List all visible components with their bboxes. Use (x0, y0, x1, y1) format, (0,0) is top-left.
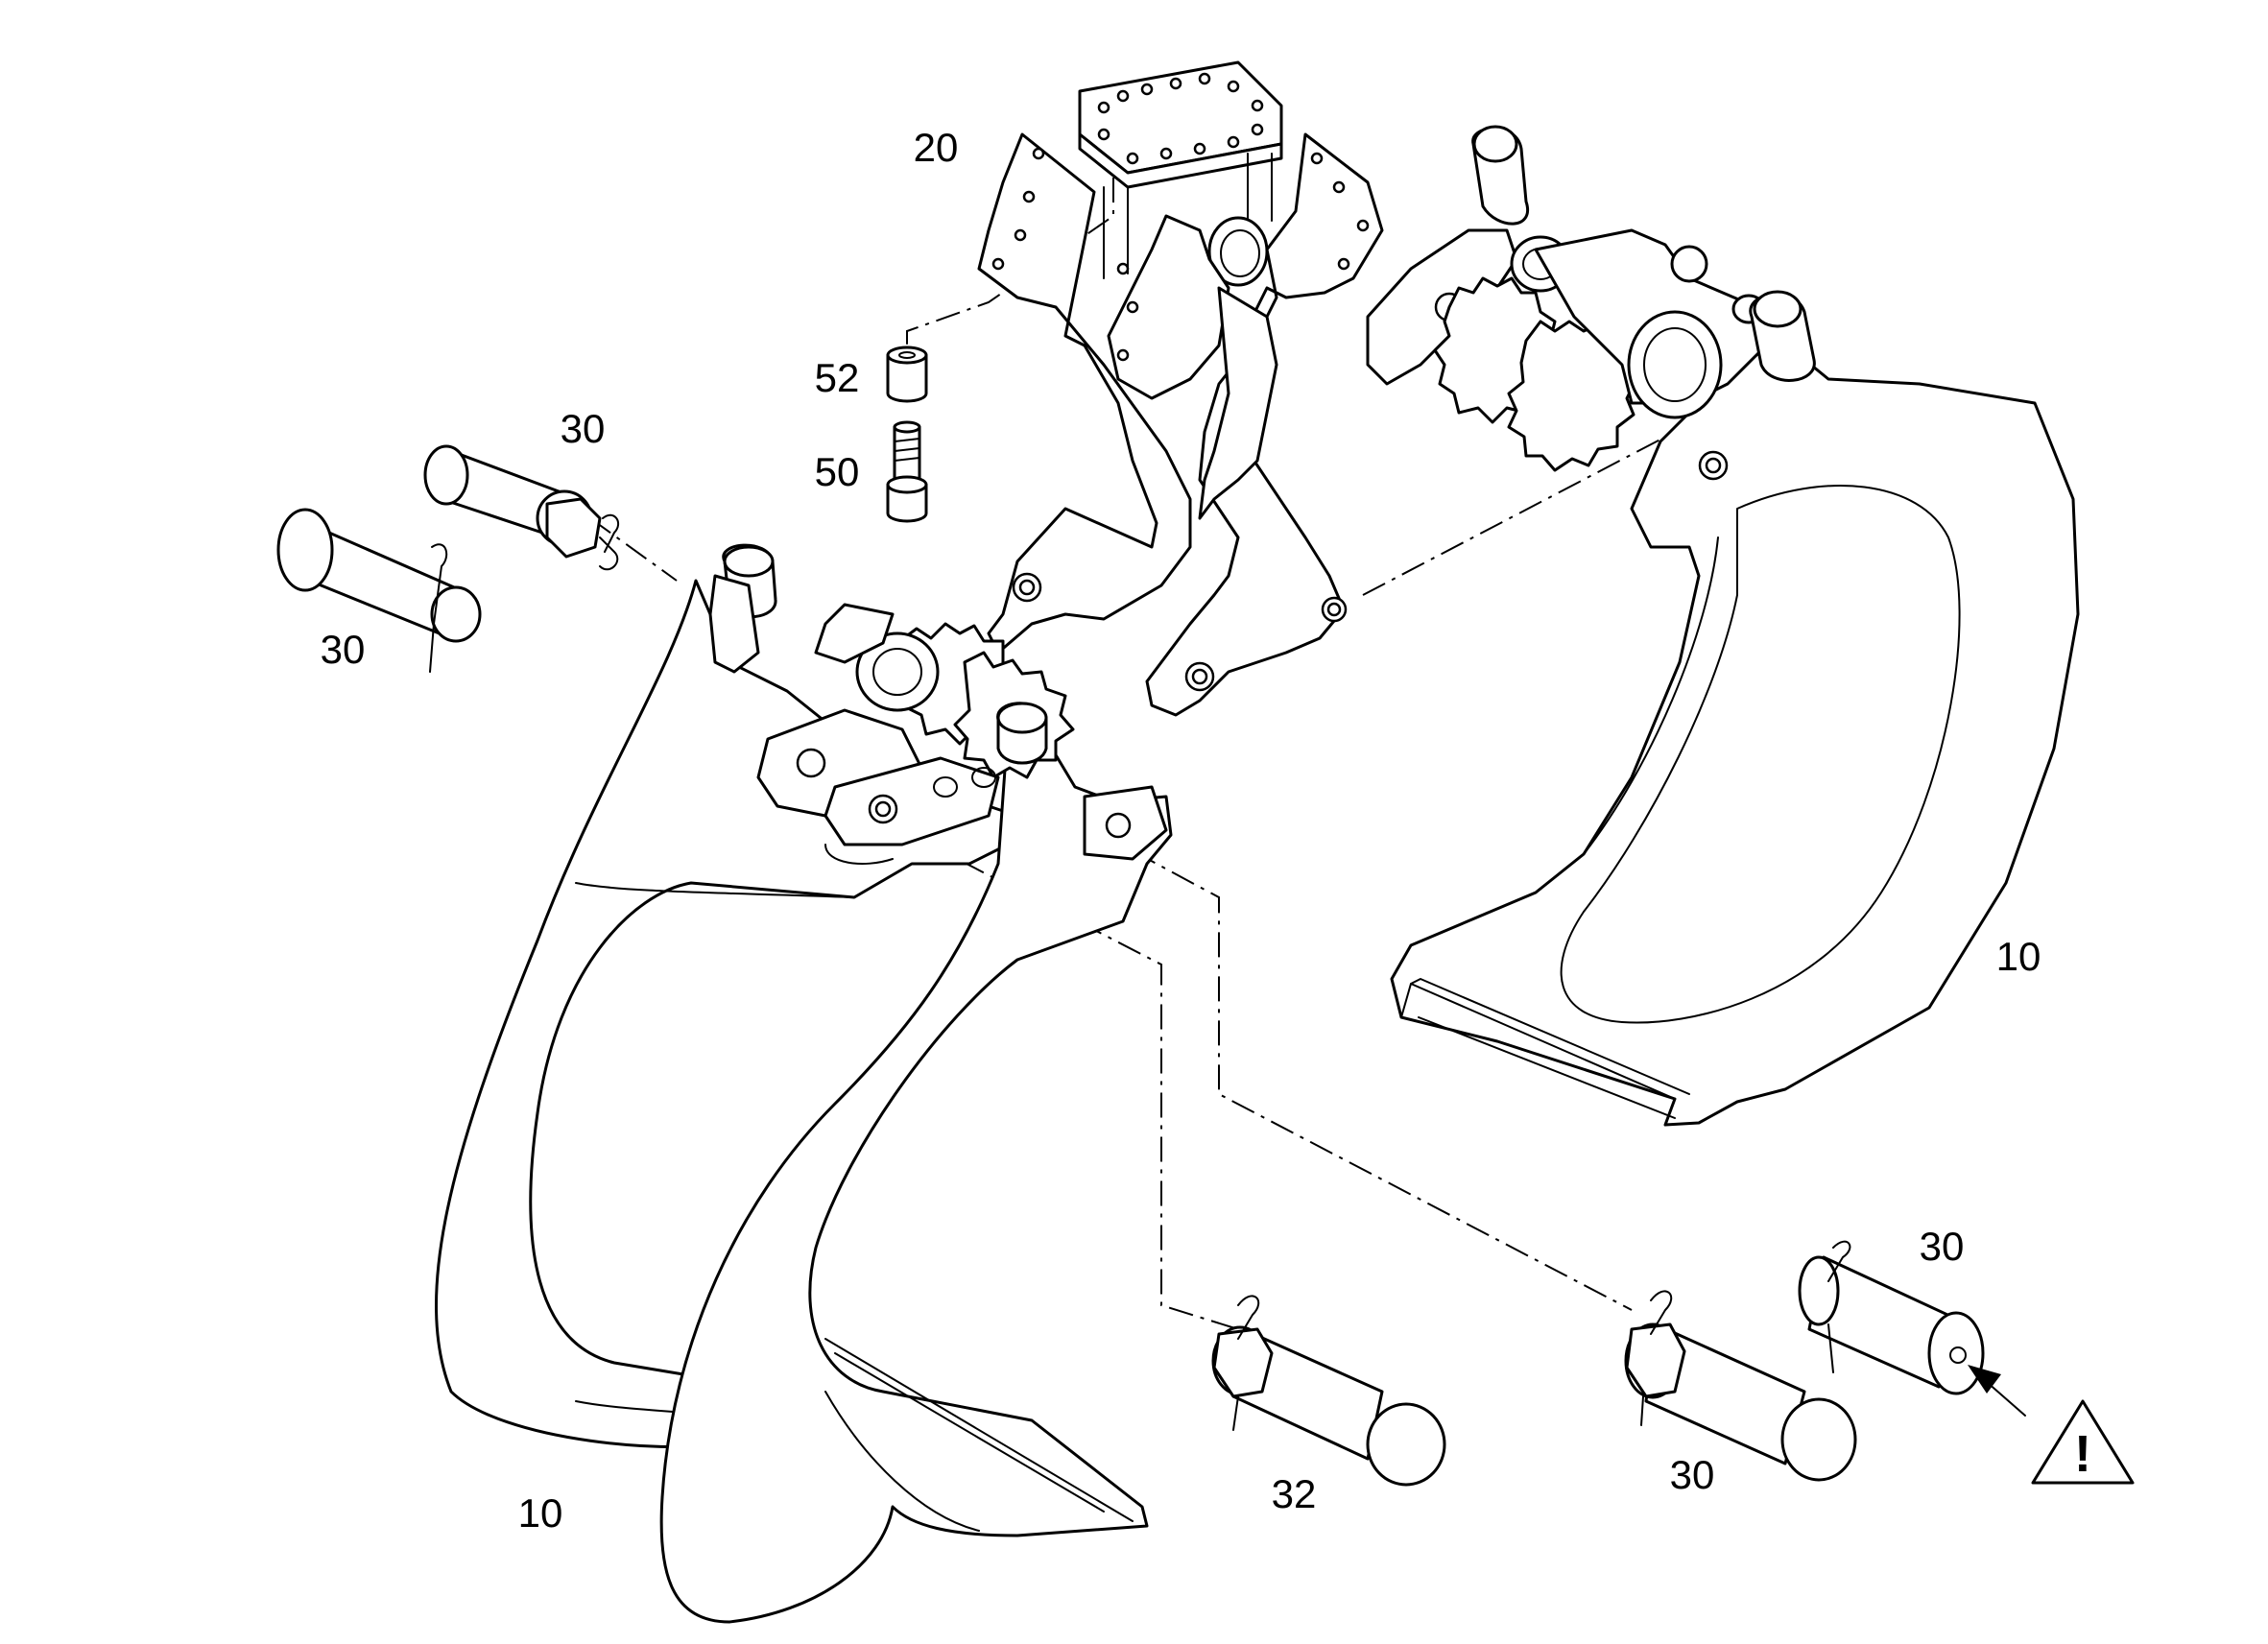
callout-50: 50 (815, 449, 860, 494)
callout-10-left: 10 (518, 1490, 563, 1536)
callout-30-top-upper: 30 (561, 406, 606, 451)
pin-bottom-mid (1624, 1290, 1857, 1482)
warning-exclamation: ! (2074, 1425, 2091, 1483)
tong-left (434, 543, 1173, 1624)
callout-52: 52 (815, 355, 860, 400)
bolt (886, 420, 928, 523)
callout-labels: 20 52 50 30 30 10 10 32 30 30 (321, 125, 2041, 1536)
spacer (886, 345, 928, 403)
callout-30-bottom-mid: 30 (1670, 1452, 1715, 1497)
mounting-plate-holes (1097, 72, 1264, 165)
pointer-arrow (1968, 1365, 2026, 1417)
callout-30-top-lower: 30 (321, 627, 366, 672)
callout-32: 32 (1272, 1471, 1317, 1516)
callout-30-bottom-right: 30 (1920, 1224, 1965, 1269)
pin-bottom-32 (1211, 1295, 1446, 1487)
pin-top-lower (276, 508, 482, 673)
rotator-bracket (977, 60, 1384, 717)
tong-right (1366, 125, 2080, 1127)
pin-bottom-right (1798, 1240, 1985, 1395)
side-plate-bolt-holes (991, 147, 1370, 362)
warning-triangle-icon: ! (2031, 1399, 2135, 1485)
pin-top-upper (423, 444, 620, 571)
callout-20: 20 (914, 125, 959, 170)
callout-10-right: 10 (1996, 934, 2041, 979)
